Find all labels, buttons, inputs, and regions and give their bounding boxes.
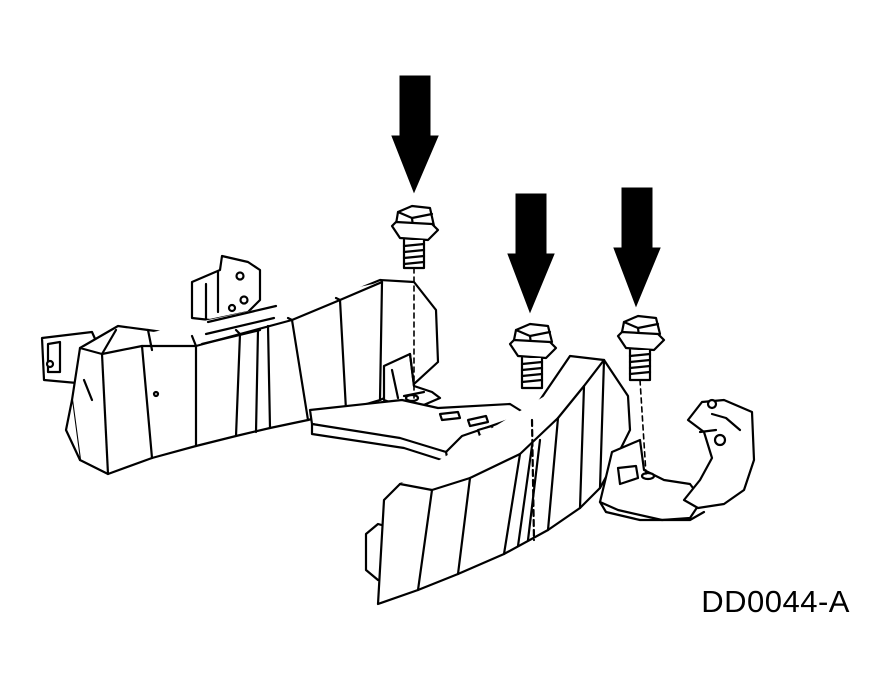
left-seat-track	[40, 254, 442, 476]
arrow-1	[391, 75, 439, 194]
bolt-3	[616, 314, 666, 382]
bolt-1	[390, 204, 440, 270]
arrow-2	[507, 193, 555, 314]
arrows	[391, 75, 661, 314]
arrow-3	[613, 187, 661, 308]
right-seat-track	[364, 354, 756, 606]
cross-member	[308, 398, 528, 464]
bolt-2	[508, 322, 558, 390]
figure-code: DD0044-A	[701, 584, 850, 619]
